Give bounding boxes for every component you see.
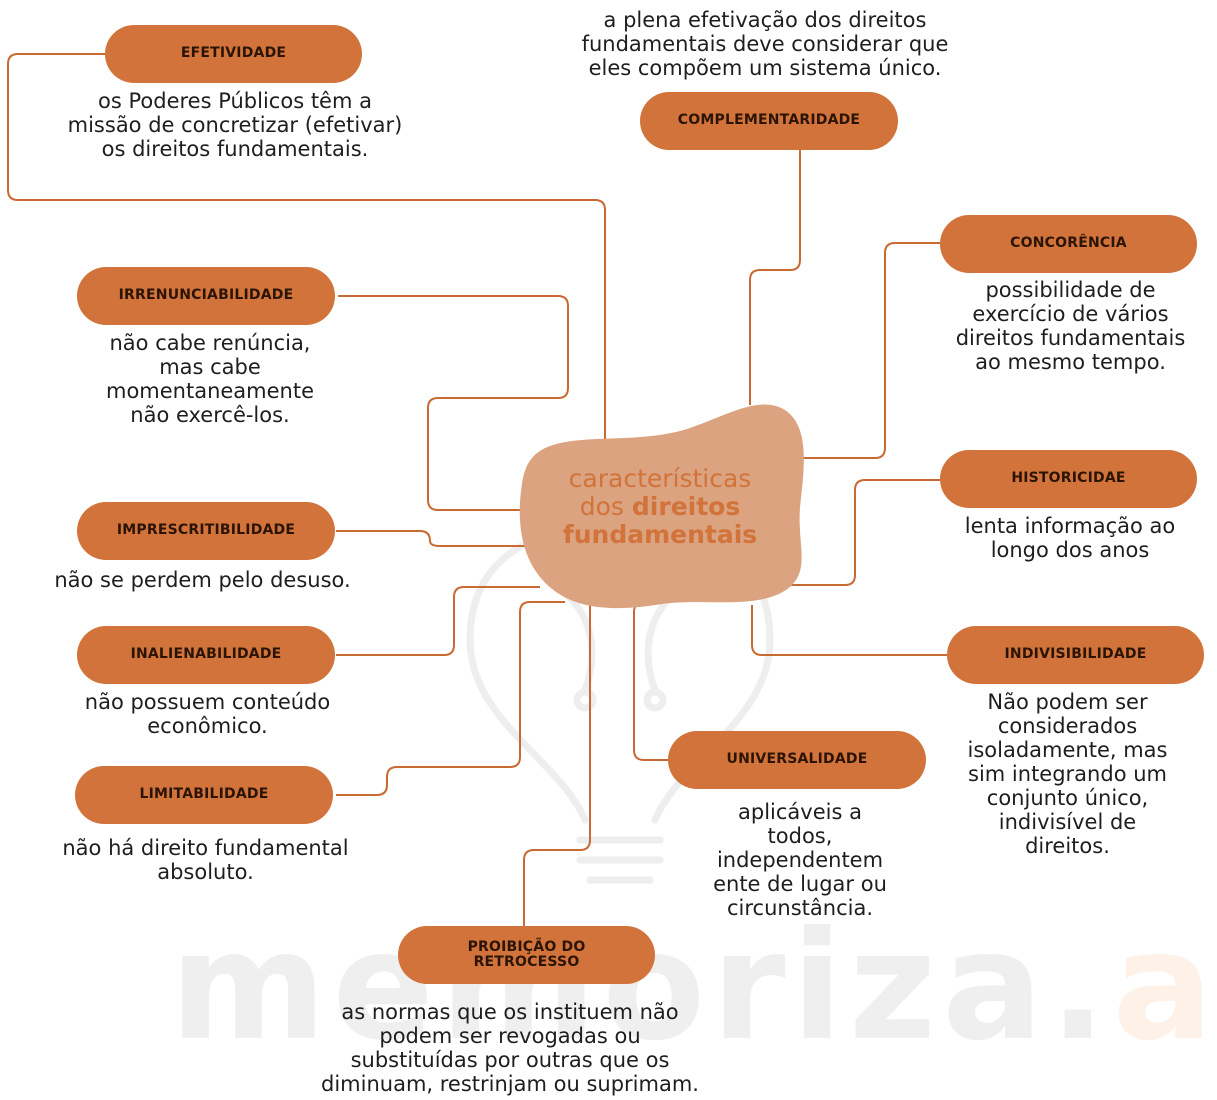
text-line: podem ser revogadas ou <box>379 1024 641 1048</box>
text-line: a plena efetivação dos direitos <box>603 8 927 32</box>
pill-line: PROIBIÇÃO DO <box>467 938 586 955</box>
text-line: ente de lugar ou <box>713 872 887 896</box>
node-concorrencia-pill: CONCORÊNCIA <box>940 215 1197 273</box>
connector-inalienabilidade <box>336 586 540 656</box>
center-title-bold2: fundamentais <box>562 520 758 549</box>
text-line: não exercê-los. <box>130 403 290 427</box>
connector-imprescritibilidade <box>336 530 525 547</box>
text-line: econômico. <box>147 714 268 738</box>
text-line: indivisível de <box>998 810 1137 834</box>
node-complementaridade-pill: COMPLEMENTARIDADE <box>640 92 898 150</box>
pill-line: RETROCESSO <box>473 954 580 970</box>
center-title-line2: dos direitos <box>525 493 795 521</box>
node-universalidade-pill: UNIVERSALIDADE <box>668 731 926 789</box>
text-line: não há direito fundamental <box>62 836 349 860</box>
node-irrenunciabilidade-text: não cabe renúncia, mas cabe momentaneame… <box>60 331 360 427</box>
text-line: ao mesmo tempo. <box>975 350 1166 374</box>
node-indivisibilidade-pill: INDIVISIBILIDADE <box>947 626 1204 684</box>
connector-efetividade <box>7 53 606 440</box>
node-irrenunciabilidade-pill: IRRENUNCIABILIDADE <box>77 267 335 325</box>
text-line: não se perdem pelo desuso. <box>54 568 351 592</box>
text-line: não possuem conteúdo <box>84 690 331 714</box>
text-line: lenta informação ao <box>964 514 1176 538</box>
text-line: possibilidade de <box>985 278 1156 302</box>
node-limitabilidade-text: não há direito fundamental absoluto. <box>18 836 393 884</box>
text-line: os direitos fundamentais. <box>101 137 369 161</box>
center-title-plain: dos <box>579 492 624 521</box>
connector-historicidade <box>790 479 940 586</box>
text-line: independentem <box>716 848 884 872</box>
text-line: as normas que os instituem não <box>341 1000 679 1024</box>
text-line: exercício de vários <box>972 302 1169 326</box>
text-line: substituídas por outras que os <box>350 1048 670 1072</box>
text-line: conjunto único, <box>986 786 1149 810</box>
connector-indivisibilidade <box>751 605 947 656</box>
center-title-bold: direitos <box>631 492 741 521</box>
center-title-line3: fundamentais <box>525 521 795 549</box>
node-inalienabilidade-pill: INALIENABILIDADE <box>77 626 335 684</box>
node-efetividade-text: os Poderes Públicos têm a missão de conc… <box>55 89 415 161</box>
text-line: aplicáveis a <box>738 800 862 824</box>
node-imprescritibilidade-text: não se perdem pelo desuso. <box>10 568 395 592</box>
node-proibicao-text: as normas que os instituem não podem ser… <box>270 1000 750 1096</box>
text-line: absoluto. <box>157 860 254 884</box>
node-proibicao-pill: PROIBIÇÃO DO RETROCESSO <box>398 926 655 984</box>
connector-concorrencia <box>800 242 940 459</box>
text-line: longo dos anos <box>990 538 1150 562</box>
text-line: os Poderes Públicos têm a <box>98 89 372 113</box>
text-line: Não podem ser <box>987 690 1148 714</box>
text-line: mas cabe <box>159 355 261 379</box>
node-inalienabilidade-text: não possuem conteúdo econômico. <box>40 690 375 738</box>
connector-complementaridade <box>749 150 801 405</box>
text-line: eles compõem um sistema único. <box>588 56 942 80</box>
node-indivisibilidade-text: Não podem ser considerados isoladamente,… <box>930 690 1205 858</box>
connector-limitabilidade <box>336 601 565 796</box>
node-complementaridade-text: a plena efetivação dos direitos fundamen… <box>525 8 1005 80</box>
node-universalidade-text: aplicáveis a todos, independentem ente d… <box>680 800 920 920</box>
text-line: não cabe renúncia, <box>109 331 311 355</box>
connector-proibicao <box>523 600 591 928</box>
text-line: direitos. <box>1025 834 1110 858</box>
text-line: fundamentais deve considerar que <box>581 32 949 56</box>
text-line: diminuam, restrinjam ou suprimam. <box>321 1072 699 1096</box>
text-line: missão de concretizar (efetivar) <box>67 113 403 137</box>
text-line: momentaneamente <box>105 379 315 403</box>
text-line: isoladamente, mas <box>967 738 1168 762</box>
node-imprescritibilidade-pill: IMPRESCRITIBILIDADE <box>77 502 335 560</box>
text-line: considerados <box>997 714 1138 738</box>
node-historicidade-pill: HISTORICIDAE <box>940 450 1197 508</box>
center-title-line1: características <box>568 464 752 493</box>
node-concorrencia-text: possibilidade de exercício de vários dir… <box>928 278 1213 374</box>
text-line: direitos fundamentais <box>955 326 1186 350</box>
center-title: características dos direitos fundamentai… <box>525 465 795 549</box>
node-efetividade-pill: EFETIVIDADE <box>105 25 362 83</box>
text-line: circunstância. <box>727 896 873 920</box>
text-line: sim integrando um <box>968 762 1167 786</box>
connector-irrenunciabilidade <box>338 295 569 511</box>
node-historicidade-text: lenta informação ao longo dos anos <box>925 514 1215 562</box>
node-limitabilidade-pill: LIMITABILIDADE <box>75 766 333 824</box>
text-line: todos, <box>767 824 833 848</box>
